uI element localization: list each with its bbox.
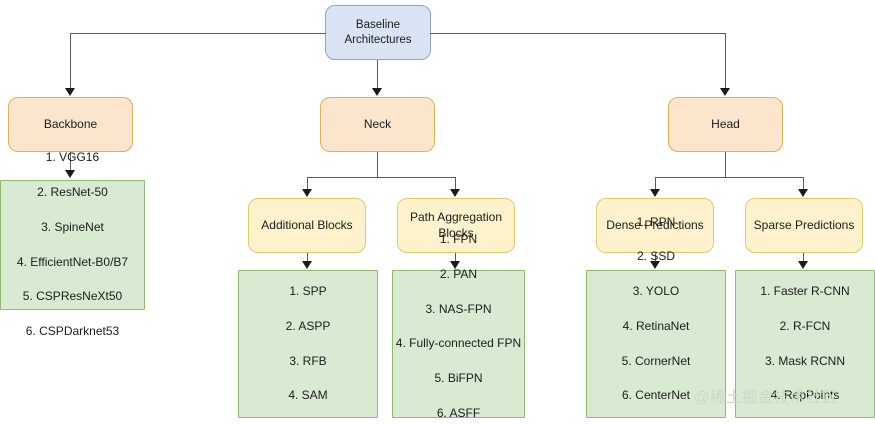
list-item: 2. ResNet-50 [37, 185, 108, 200]
edge-additional-blocks-to-list [307, 253, 309, 263]
node-head[interactable]: Head [668, 97, 783, 152]
list-item: 4. RetinaNet [622, 318, 690, 333]
list-backbone-items: 1. VGG16 2. ResNet-50 3. SpineNet 4. Eff… [17, 132, 128, 358]
node-label: Baseline Architectures [344, 18, 412, 46]
watermark: @稀土掘金技术社区 [694, 389, 839, 406]
node-label: Backbone [43, 116, 98, 131]
list-item: 3. YOLO [632, 284, 680, 299]
edge-head-stem [725, 152, 727, 178]
edge-head-to-dense-predictions [655, 177, 657, 190]
edge-backbone-to-list [70, 152, 72, 172]
arrowhead-backbone-list [65, 170, 75, 178]
edge-path-aggregation-to-list [455, 253, 457, 263]
edge-sparse-predictions-to-list [803, 253, 805, 263]
edge-neck-stem [377, 152, 379, 178]
list-item: 1. VGG16 [45, 150, 100, 165]
list-item: 2. ASPP [285, 318, 331, 333]
list-item: 1. SPP [289, 284, 327, 299]
list-item: 2. SSD [636, 249, 675, 264]
edge-root-to-head [725, 33, 727, 89]
list-item: 5. CSPResNeXt50 [22, 289, 123, 304]
list-item: 4. Fully-connected FPN [395, 336, 522, 351]
node-dense-predictions[interactable]: Dense Predictions [596, 198, 714, 253]
list-item: 2. PAN [439, 266, 478, 281]
list-item: 4. RepPoints [770, 388, 840, 403]
list-item: 1. Faster R-CNN [760, 284, 850, 299]
list-item: 3. RFB [289, 353, 327, 368]
list-path-aggregation-items: 1. FPN 2. PAN 3. NAS-FPN 4. Fully-connec… [396, 214, 521, 424]
arrowhead-neck [372, 88, 382, 96]
node-label: Path Aggregation Blocks [409, 210, 503, 240]
node-sparse-predictions[interactable]: Sparse Predictions [745, 198, 863, 253]
edge-neck-split-horizontal [307, 177, 455, 179]
arrowhead-additional-blocks-list [302, 261, 312, 269]
node-baseline-architectures[interactable]: Baseline Architectures [325, 5, 431, 60]
list-item: 3. SpineNet [41, 219, 104, 234]
list-dense-predictions: 1. RPN 2. SSD 3. YOLO 4. RetinaNet 5. Co… [586, 215, 726, 424]
list-backbone: 1. VGG16 2. ResNet-50 3. SpineNet 4. Eff… [0, 150, 145, 338]
list-item: 4. EfficientNet-B0/B7 [16, 254, 129, 269]
edge-root-to-neck [377, 60, 379, 89]
list-item: 5. CornerNet [621, 353, 691, 368]
arrowhead-backbone [65, 88, 75, 96]
edge-head-split-horizontal [655, 177, 803, 179]
list-item: 1. RPN [636, 214, 676, 229]
list-item: 6. CenterNet [621, 388, 691, 403]
arrowhead-path-aggregation-list [450, 261, 460, 269]
list-sparse-predictions: 1. Faster R-CNN 2. R-FCN 3. Mask RCNN 4.… [735, 270, 875, 418]
list-additional-blocks-items: 1. SPP 2. ASPP 3. RFB 4. SAM [286, 266, 331, 423]
node-label: Sparse Predictions [753, 217, 855, 232]
arrowhead-sparse-predictions [798, 189, 808, 197]
edge-dense-predictions-to-list [655, 253, 657, 263]
node-label: Dense Predictions [606, 217, 704, 232]
list-item: 2. R-FCN [779, 318, 831, 333]
edge-root-to-backbone [70, 33, 72, 89]
list-item: 5. BiFPN [434, 371, 483, 386]
list-item: 3. Mask RCNN [764, 353, 845, 368]
edge-neck-to-path-aggregation [455, 177, 457, 190]
arrowhead-sparse-predictions-list [798, 261, 808, 269]
list-item: 1. FPN [439, 231, 478, 246]
list-sparse-predictions-items: 1. Faster R-CNN 2. R-FCN 3. Mask RCNN 4.… [760, 266, 849, 423]
arrowhead-path-aggregation [450, 189, 460, 197]
list-item: 4. SAM [288, 388, 328, 403]
edge-root-left-horizontal [70, 33, 326, 35]
node-additional-blocks[interactable]: Additional Blocks [248, 198, 366, 253]
arrowhead-dense-predictions [650, 189, 660, 197]
list-path-aggregation-blocks: 1. FPN 2. PAN 3. NAS-FPN 4. Fully-connec… [392, 232, 525, 420]
node-label: Additional Blocks [261, 217, 353, 232]
list-dense-predictions-items: 1. RPN 2. SSD 3. YOLO 4. RetinaNet 5. Co… [622, 196, 691, 424]
arrowhead-dense-predictions-list [650, 261, 660, 269]
list-additional-blocks: 1. SPP 2. ASPP 3. RFB 4. SAM [238, 270, 378, 418]
list-item: 6. ASFF [436, 405, 481, 420]
node-label: Neck [363, 116, 392, 131]
node-neck[interactable]: Neck [320, 97, 435, 152]
edge-root-right-horizontal [430, 33, 726, 35]
node-path-aggregation-blocks[interactable]: Path Aggregation Blocks [397, 198, 515, 253]
arrowhead-additional-blocks [302, 189, 312, 197]
edge-neck-to-additional-blocks [307, 177, 309, 190]
node-backbone[interactable]: Backbone [8, 97, 133, 152]
list-item: 6. CSPDarknet53 [25, 324, 120, 339]
node-label: Head [711, 116, 740, 131]
arrowhead-head [720, 88, 730, 96]
edge-head-to-sparse-predictions [803, 177, 805, 190]
list-item: 3. NAS-FPN [425, 301, 492, 316]
